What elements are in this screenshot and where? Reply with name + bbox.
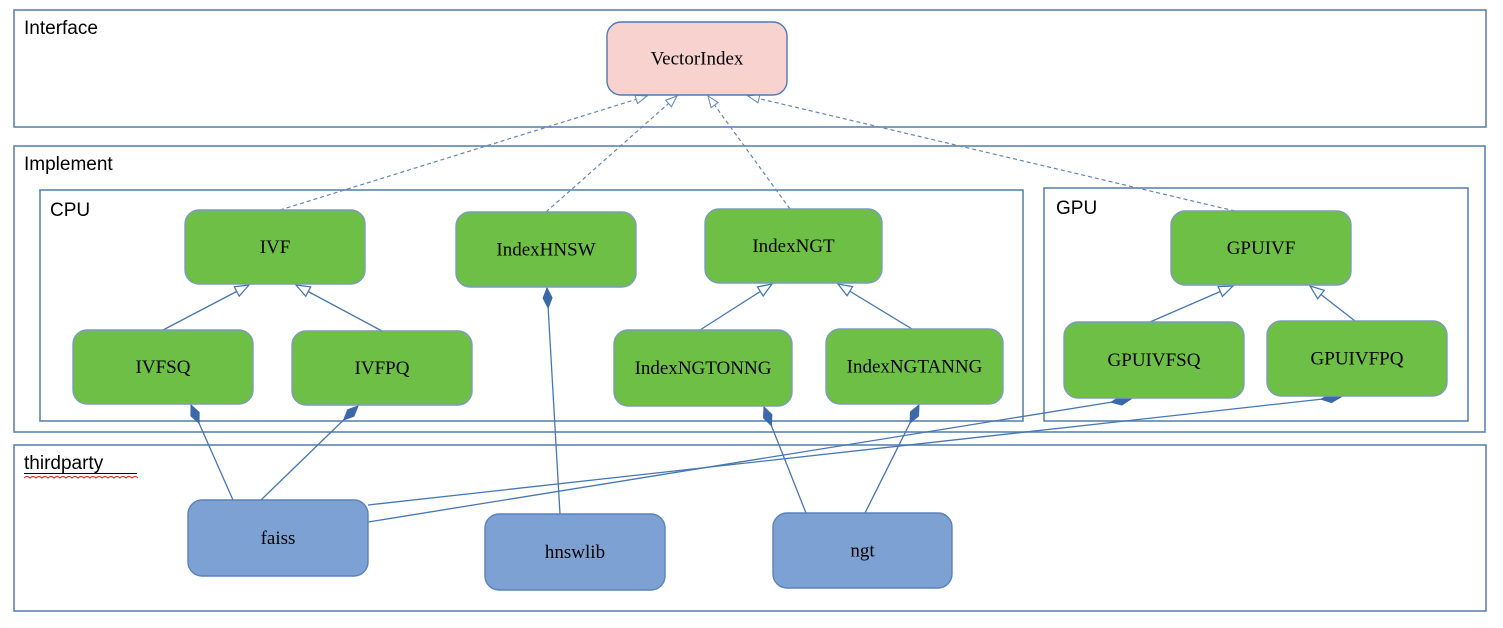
edge-composition-faiss-to-ivfpq: [260, 406, 358, 501]
container-gpu-label: GPU: [1056, 198, 1097, 219]
node-indexhnsw-shape: [455, 211, 637, 288]
container-implement-border: [13, 145, 1486, 433]
node-indexngt-label: IndexNGT: [752, 236, 835, 257]
node-ngt: ngt: [772, 512, 953, 589]
node-indexngtanng-shape: [825, 328, 1004, 405]
node-ivf-label: IVF: [260, 237, 291, 258]
edge-composition-faiss-to-gpuivfsq: [367, 399, 1131, 523]
edge-realization-indexngt-to-vectorindex: [708, 96, 791, 210]
node-gpuivf-label: GPUIVF: [1227, 238, 1296, 259]
container-interface: Interface: [13, 9, 1487, 128]
container-gpu: GPU: [1043, 187, 1469, 422]
node-hnswlib: hnswlib: [484, 513, 666, 591]
edge-realization-gpuivf-to-vectorindex: [748, 96, 1236, 212]
node-gpuivfsq-shape: [1063, 321, 1245, 399]
container-cpu-label: CPU: [50, 200, 90, 221]
edge-generalization-gpuivfpq-to-gpuivf: [1310, 286, 1356, 322]
node-gpuivfpq-label: GPUIVFPQ: [1311, 349, 1404, 370]
node-indexngtanng-label: IndexNGTANNG: [847, 357, 983, 378]
edge-composition-ngt-to-indexngtanng: [864, 405, 920, 514]
edge-generalization-ivfsq-to-ivf: [162, 285, 249, 331]
container-cpu-border: [39, 189, 1024, 422]
edge-realization-indexhnsw-to-vectorindex: [545, 96, 677, 213]
node-ivf-shape: [184, 209, 366, 285]
container-cpu: CPU: [39, 189, 1024, 422]
node-ngt-label: ngt: [850, 541, 875, 562]
node-gpuivf-shape: [1170, 210, 1352, 286]
node-ivfsq: IVFSQ: [72, 329, 254, 405]
edge-generalization-gpuivfsq-to-gpuivf: [1149, 286, 1233, 323]
node-hnswlib-label: hnswlib: [545, 542, 605, 563]
node-ivfpq: IVFPQ: [291, 330, 473, 406]
node-indexngtonng: IndexNGTONNG: [613, 329, 793, 407]
edge-composition-faiss-to-gpuivfpq: [367, 397, 1341, 506]
node-gpuivfpq-shape: [1266, 320, 1448, 397]
node-vectorindex-label: VectorIndex: [651, 49, 744, 70]
node-ivfpq-shape: [291, 330, 473, 406]
node-indexngt: IndexNGT: [704, 208, 883, 284]
node-faiss-label: faiss: [261, 528, 296, 549]
edge-composition-ngt-to-indexngtonng: [764, 407, 807, 514]
container-thirdparty-border: [13, 444, 1487, 612]
node-indexngtanng: IndexNGTANNG: [825, 328, 1004, 405]
node-gpuivf: GPUIVF: [1170, 210, 1352, 286]
edge-realization-ivf-to-vectorindex: [279, 96, 647, 211]
container-thirdparty: thirdparty: [13, 444, 1487, 612]
node-ivf: IVF: [184, 209, 366, 285]
edge-composition-faiss-to-ivfsq: [190, 405, 234, 501]
node-indexhnsw-label: IndexHNSW: [496, 240, 595, 261]
node-gpuivfpq: GPUIVFPQ: [1266, 320, 1448, 397]
edge-generalization-ivfpq-to-ivf: [296, 285, 383, 332]
container-implement: Implement: [13, 145, 1486, 433]
container-implement-label: Implement: [24, 154, 113, 175]
node-ivfsq-label: IVFSQ: [136, 357, 191, 378]
container-thirdparty-label: thirdparty: [24, 453, 104, 474]
node-faiss-shape: [187, 499, 369, 577]
node-vectorindex: VectorIndex: [606, 21, 788, 96]
node-indexngt-shape: [704, 208, 883, 284]
node-vectorindex-shape: [606, 21, 788, 96]
node-ngt-shape: [772, 512, 953, 589]
node-gpuivfsq-label: GPUIVFSQ: [1108, 350, 1201, 371]
edge-generalization-indexngtonng-to-indexngt: [699, 284, 772, 331]
edge-generalization-indexngtanng-to-indexngt: [838, 284, 913, 330]
node-indexhnsw: IndexHNSW: [455, 211, 637, 288]
node-indexngtonng-shape: [613, 329, 793, 407]
spellcheck-squiggle: [23, 475, 139, 479]
node-faiss: faiss: [187, 499, 369, 577]
edge-composition-hnswlib-to-indexhnsw: [547, 288, 561, 515]
container-interface-label: Interface: [24, 18, 98, 39]
node-ivfpq-label: IVFPQ: [355, 358, 410, 379]
container-gpu-border: [1043, 187, 1469, 422]
node-indexngtonng-label: IndexNGTONNG: [635, 358, 772, 379]
node-hnswlib-shape: [484, 513, 666, 591]
node-ivfsq-shape: [72, 329, 254, 405]
container-interface-border: [13, 9, 1487, 128]
node-gpuivfsq: GPUIVFSQ: [1063, 321, 1245, 399]
